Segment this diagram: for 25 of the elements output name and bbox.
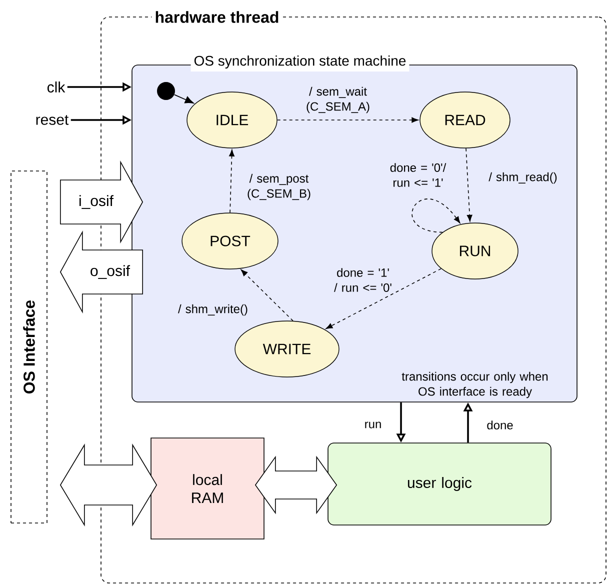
edge-label: / sem_post (C_SEM_B) — [248, 174, 310, 200]
edge-label: run — [365, 422, 381, 428]
arrow — [466, 148, 472, 222]
memory-box: local RAM — [150, 438, 264, 540]
arrow — [276, 117, 418, 123]
edge-label: / shm_write() — [178, 304, 248, 316]
block-arrow — [60, 444, 158, 526]
arrow — [326, 268, 442, 329]
edge-label: done = '0'/ run <= '1' — [390, 163, 446, 187]
signal-label: clk — [47, 82, 66, 92]
signal-label: reset — [36, 115, 69, 125]
logic-box: user logic — [328, 442, 552, 526]
block-arrow — [60, 160, 144, 244]
note-text: transitions occur only when OS interface is ready — [402, 372, 548, 398]
edge-label: done — [487, 420, 513, 430]
initial-state-dot — [157, 82, 175, 100]
block-arrow — [254, 456, 338, 514]
arrow — [229, 150, 234, 214]
edge-label: / sem_wait (C_SEM_A) — [306, 86, 370, 114]
arrow — [174, 94, 194, 104]
edge-label: / shm_read() — [488, 172, 557, 184]
edge-label: done = '1' / run <= '0' — [334, 268, 392, 292]
arrow — [240, 269, 294, 322]
arrow — [412, 198, 460, 233]
interface-box: OS Interface — [10, 170, 48, 524]
